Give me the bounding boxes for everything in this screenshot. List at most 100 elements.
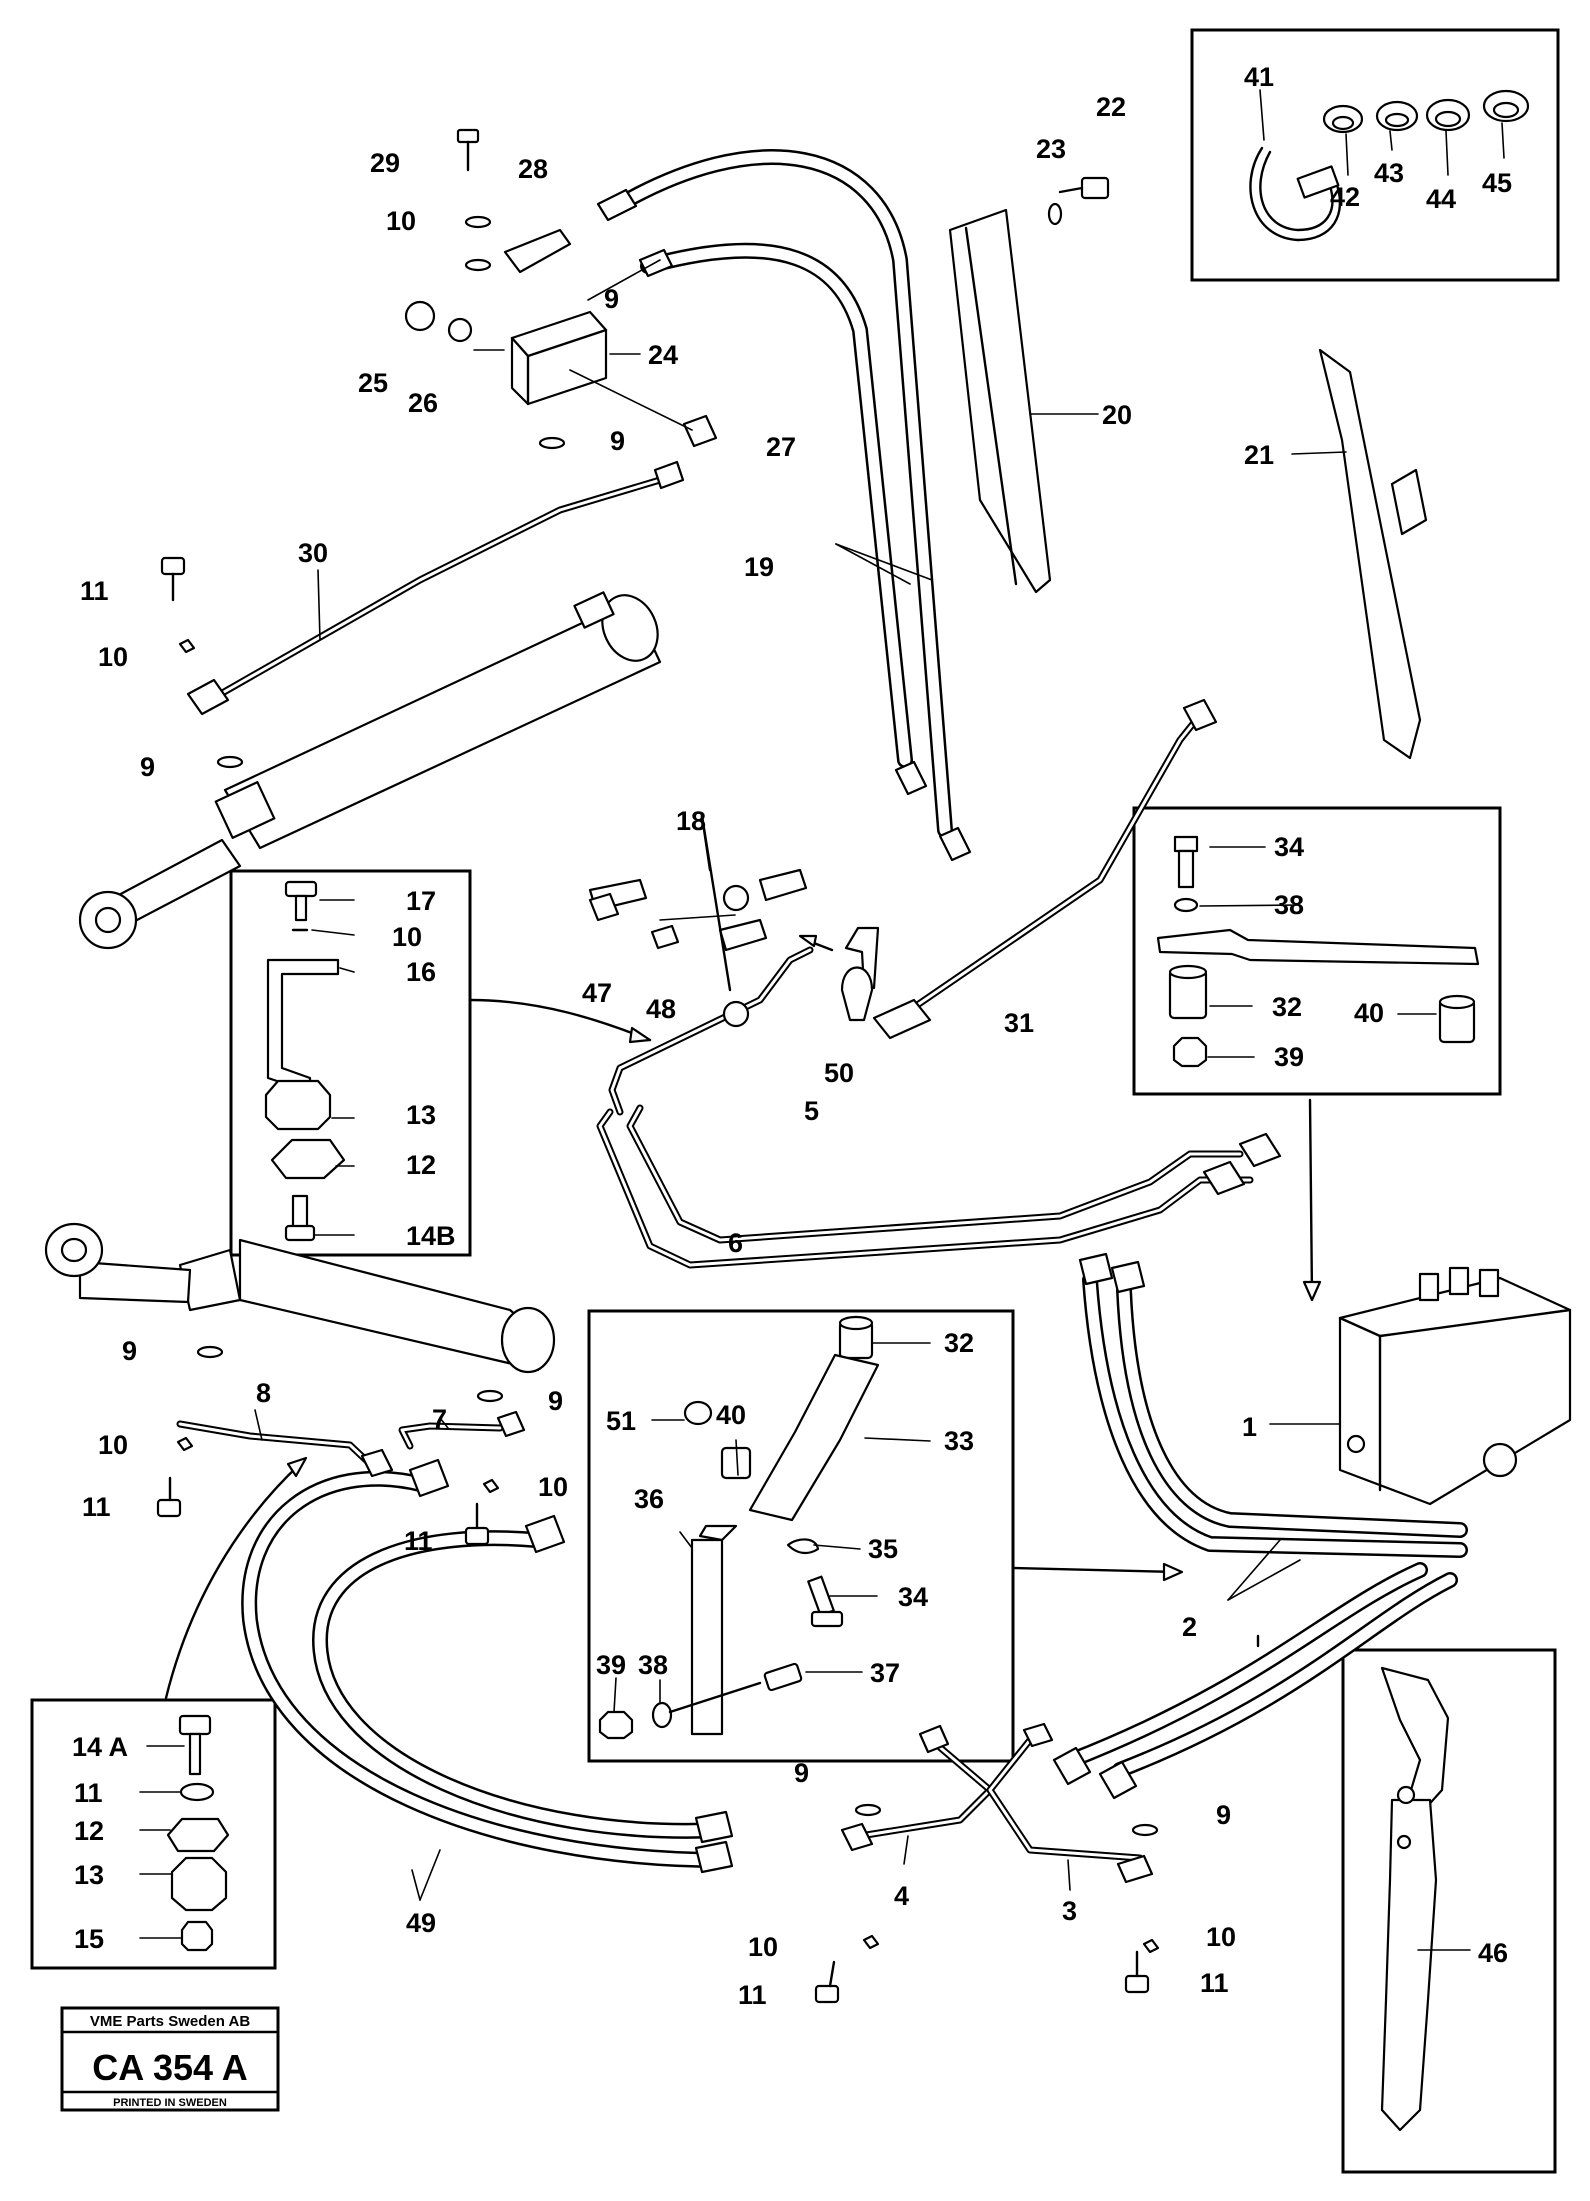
callout-c18: 18	[676, 806, 706, 836]
callout-c50: 50	[824, 1058, 854, 1088]
callout-c6: 6	[728, 1228, 743, 1258]
callout-c22: 22	[1096, 92, 1126, 122]
stamp-printed: PRINTED IN SWEDEN	[113, 2097, 227, 2109]
callout-c40a: 40	[1354, 998, 1384, 1028]
callout-c10b: 10	[98, 642, 128, 672]
callout-c19: 19	[744, 552, 774, 582]
callout-c9a: 9	[604, 284, 619, 314]
callout-c10d: 10	[98, 1430, 128, 1460]
callout-c30: 30	[298, 538, 328, 568]
part-number-stamp: VME Parts Sweden AB CA 354 A PRINTED IN …	[60, 2006, 280, 2112]
callout-c11b: 11	[82, 1492, 111, 1522]
callout-c28: 28	[518, 154, 548, 184]
callout-c25: 25	[358, 368, 388, 398]
callout-c17: 17	[406, 886, 436, 916]
callout-c9e: 9	[548, 1386, 563, 1416]
callout-c1: 1	[1242, 1412, 1257, 1442]
bracket-21	[1291, 348, 1428, 760]
callout-c10c: 10	[392, 922, 422, 952]
callout-c51: 51	[606, 1406, 636, 1436]
callout-c39a: 39	[1274, 1042, 1304, 1072]
callout-c33: 33	[944, 1426, 974, 1456]
pipe-30	[186, 460, 685, 716]
callout-c4: 4	[894, 1881, 909, 1911]
callout-c10g: 10	[1206, 1922, 1236, 1952]
callout-c10a: 10	[386, 206, 416, 236]
callout-c32a: 32	[1272, 992, 1302, 1022]
callout-c13b: 13	[74, 1860, 104, 1890]
pipe-31	[872, 698, 1218, 1040]
callout-c14b: 14B	[406, 1221, 456, 1251]
callout-c45: 45	[1482, 168, 1512, 198]
bracket-20	[948, 176, 1110, 594]
callout-c43: 43	[1374, 158, 1404, 188]
inset-bracket-kit-right	[1132, 806, 1502, 1096]
callout-c20: 20	[1102, 400, 1132, 430]
callout-c10e: 10	[538, 1472, 568, 1502]
valve-block-24	[404, 128, 718, 450]
callout-c36: 36	[634, 1484, 664, 1514]
stamp-company: VME Parts Sweden AB	[90, 2013, 250, 2030]
callout-c7: 7	[432, 1404, 447, 1434]
callout-c9d: 9	[122, 1336, 137, 1366]
callout-c10f: 10	[748, 1932, 778, 1962]
callout-c27: 27	[766, 432, 796, 462]
lower-cylinder	[44, 1222, 556, 1374]
callout-c44: 44	[1426, 184, 1456, 214]
callout-c47: 47	[582, 978, 612, 1008]
inset-clamp-kit-lower-left	[30, 1698, 277, 1970]
callout-c21: 21	[1244, 440, 1274, 470]
callout-c11d: 11	[738, 1980, 767, 2010]
callout-c9c: 9	[140, 752, 155, 782]
callout-c23: 23	[1036, 134, 1066, 164]
callout-c34b: 34	[898, 1582, 928, 1612]
callout-c37: 37	[870, 1658, 900, 1688]
callout-c16: 16	[406, 957, 436, 987]
upper-hoses	[596, 149, 972, 862]
callout-c9g: 9	[1216, 1800, 1231, 1830]
callout-c13a: 13	[406, 1100, 436, 1130]
callout-c46: 46	[1478, 1938, 1508, 1968]
callout-c5: 5	[804, 1096, 819, 1126]
callout-c3: 3	[1062, 1896, 1077, 1926]
callout-c29: 29	[370, 148, 400, 178]
callout-c24: 24	[648, 340, 678, 370]
callout-c35: 35	[868, 1534, 898, 1564]
callout-c40b: 40	[716, 1400, 746, 1430]
pipes-3-4	[840, 1722, 1154, 1891]
callout-c26: 26	[408, 388, 438, 418]
callout-c31: 31	[1004, 1008, 1034, 1038]
callout-c32b: 32	[944, 1328, 974, 1358]
lower-hoses-49	[241, 1458, 734, 1901]
control-valve-1	[1269, 1266, 1572, 1506]
callout-c14a: 14 A	[72, 1732, 128, 1762]
upper-cylinder	[78, 591, 662, 950]
main-hoses-2	[1052, 1252, 1468, 1800]
callout-c11a: 11	[80, 576, 109, 606]
callout-c42: 42	[1330, 182, 1360, 212]
callout-c38a: 38	[1274, 890, 1304, 920]
callout-c11c: 11	[404, 1526, 433, 1556]
callout-c41: 41	[1244, 62, 1274, 92]
upper-pipe-loop	[588, 868, 1282, 1269]
inset-lever-part	[1341, 1648, 1557, 2174]
callout-c9b: 9	[610, 426, 625, 456]
callout-c2: 2	[1182, 1612, 1197, 1642]
small-fittings	[156, 556, 1160, 2004]
callout-c48: 48	[646, 994, 676, 1024]
callout-c34a: 34	[1274, 832, 1304, 862]
inset-hose-clamp-kit	[1190, 28, 1560, 282]
callout-c49: 49	[406, 1908, 436, 1938]
callout-c8: 8	[256, 1378, 271, 1408]
callout-c12a: 12	[406, 1150, 436, 1180]
callout-c12b: 12	[74, 1816, 104, 1846]
pipes-7-8	[176, 1409, 526, 1478]
callout-c39b: 39	[596, 1650, 626, 1680]
callout-labels: 1 2 3 4 5 6 7 8 9 9 9 9 9 9 9 10 10 10 1…	[72, 62, 1512, 2010]
callout-c38b: 38	[638, 1650, 668, 1680]
inset-bracket-kit-center	[587, 1309, 1015, 1763]
callout-c15: 15	[74, 1924, 104, 1954]
callout-c11f: 11	[74, 1778, 103, 1808]
leader-arrows	[164, 934, 1322, 1700]
